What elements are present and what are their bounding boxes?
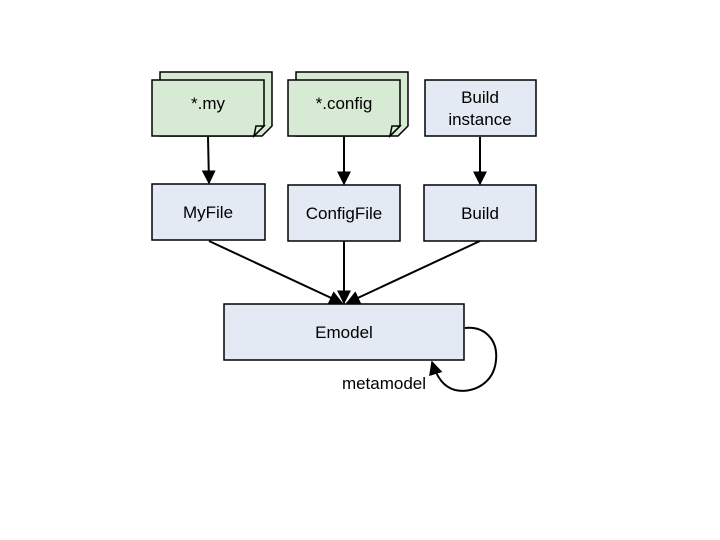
emodel-label: Emodel — [315, 323, 373, 342]
build-instance-label-line1: Build — [461, 88, 499, 107]
class-node-myfile: MyFile — [151, 183, 266, 241]
class-node-configfile: ConfigFile — [287, 184, 401, 242]
class-node-myfile-label: MyFile — [183, 203, 233, 222]
edge-my-to-myfile — [201, 136, 216, 185]
class-node-configfile-label: ConfigFile — [306, 204, 383, 223]
edge-build-to-emodel — [345, 240, 481, 305]
file-node-my: *.my — [151, 71, 273, 139]
emodel-node: Emodel — [223, 303, 465, 361]
file-node-config: *.config — [287, 71, 409, 139]
build-instance-label-line2: instance — [448, 110, 511, 129]
file-node-my-label: *.my — [191, 94, 226, 113]
edge-myfile-to-emodel — [208, 240, 344, 305]
file-node-config-label: *.config — [316, 94, 373, 113]
edge-emodel-self-loop — [429, 326, 498, 392]
self-loop-label: metamodel — [342, 374, 426, 393]
build-instance-node: Build instance — [424, 79, 537, 137]
class-node-build: Build — [423, 184, 537, 242]
class-node-build-label: Build — [461, 204, 499, 223]
